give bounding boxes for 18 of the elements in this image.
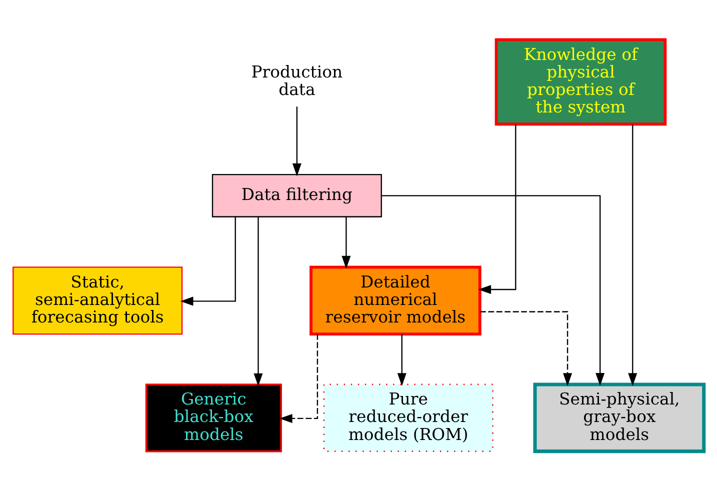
arrow (254, 216, 263, 386)
node-box: Detailed numerical reservoir models (310, 266, 482, 336)
arrow (342, 216, 351, 269)
arrow (292, 106, 302, 176)
node-box: Data filtering (212, 174, 382, 218)
arrow (397, 334, 406, 386)
arrow (478, 124, 516, 294)
node-box: Generic black-box models (145, 384, 282, 452)
node-box: Semi-physical, gray-box models (533, 382, 706, 454)
arrow (480, 311, 572, 386)
arrow (381, 195, 605, 386)
node-box: Knowledge of physical properties of the system (494, 38, 667, 126)
node-text: Production data (251, 62, 343, 100)
arrow (628, 124, 638, 386)
arrow (180, 217, 236, 306)
arrow (279, 334, 318, 423)
node-box: Pure reduced-order models (ROM) (323, 384, 494, 452)
node-box: Static, semi-analytical forecasing tools (12, 266, 183, 335)
